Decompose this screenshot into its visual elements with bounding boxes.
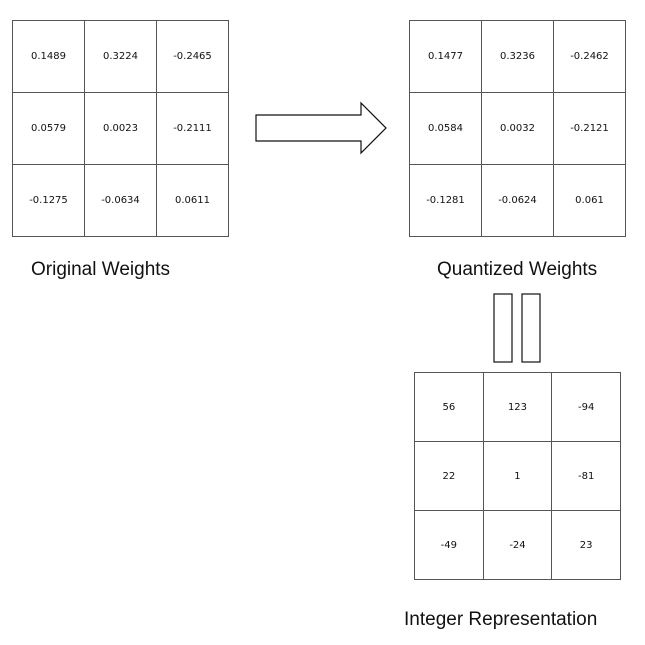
quantized-cell-r2c1: 0.0584 [410, 93, 482, 165]
integer-cell-r1c1: 56 [415, 373, 484, 442]
integer-cell-r3c2: -24 [483, 511, 553, 580]
original-cell-r3c2: -0.0634 [85, 165, 157, 237]
quantized-cell-r1c3: -0.2462 [554, 21, 626, 93]
integer-cell-r2c1: 22 [415, 442, 484, 511]
original-cell-r3c1: -0.1275 [13, 165, 85, 237]
quantized-weights-caption: Quantized Weights [437, 259, 598, 280]
quantized-cell-r3c1: -0.1281 [410, 165, 482, 237]
original-cell-r1c3: -0.2465 [157, 21, 229, 93]
integer-cell-r1c3: -94 [552, 373, 621, 442]
original-cell-r2c3: -0.2111 [157, 93, 229, 165]
quantized-cell-r2c2: 0.0032 [482, 93, 554, 165]
integer-cell-r2c2: 1 [483, 442, 553, 511]
integer-cell-r1c2: 123 [483, 373, 553, 442]
original-cell-r2c1: 0.0579 [13, 93, 85, 165]
integer-cell-r3c1: -49 [415, 511, 484, 580]
quantized-cell-r3c3: 0.061 [554, 165, 626, 237]
integer-representation-matrix: 56 123 -94 22 1 -81 -49 -24 23 [414, 372, 621, 580]
original-weights-matrix: 0.1489 0.3224 -0.2465 0.0579 0.0023 -0.2… [12, 20, 229, 237]
quantized-cell-r1c1: 0.1477 [410, 21, 482, 93]
original-cell-r3c3: 0.0611 [157, 165, 229, 237]
original-cell-r1c1: 0.1489 [13, 21, 85, 93]
original-weights-caption: Original Weights [31, 259, 171, 280]
quantized-cell-r3c2: -0.0624 [482, 165, 554, 237]
original-cell-r2c2: 0.0023 [85, 93, 157, 165]
integer-representation-caption: Integer Representation [404, 609, 598, 630]
integer-cell-r3c3: 23 [552, 511, 621, 580]
equals-sign-icon [493, 293, 541, 363]
integer-cell-r2c3: -81 [552, 442, 621, 511]
quantized-cell-r2c3: -0.2121 [554, 93, 626, 165]
original-cell-r1c2: 0.3224 [85, 21, 157, 93]
quantized-weights-matrix: 0.1477 0.3236 -0.2462 0.0584 0.0032 -0.2… [409, 20, 626, 237]
right-arrow-icon [255, 101, 387, 155]
quantized-cell-r1c2: 0.3236 [482, 21, 554, 93]
